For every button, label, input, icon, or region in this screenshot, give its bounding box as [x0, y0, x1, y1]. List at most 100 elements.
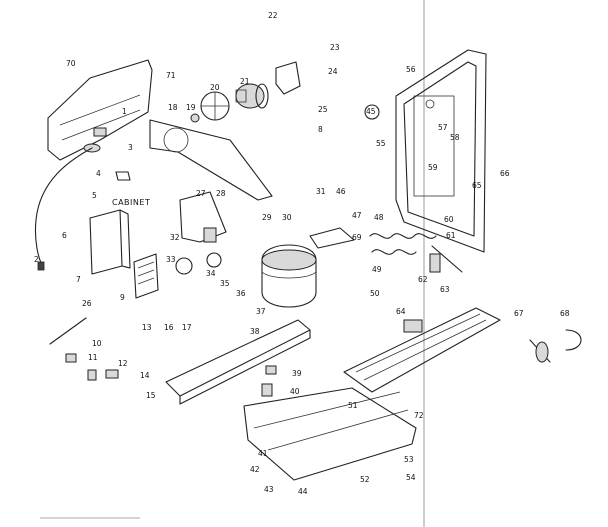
callout-24: 24: [328, 67, 338, 76]
callout-45: 45: [366, 107, 376, 116]
callout-22: 22: [268, 11, 278, 20]
callout-51: 51: [348, 401, 358, 410]
filter-drier: [429, 253, 441, 273]
relay-assembly: [179, 191, 227, 243]
callout-41: 41: [258, 449, 268, 458]
callout-38: 38: [250, 327, 260, 336]
callout-29: 29: [262, 213, 272, 222]
part-12: [105, 369, 119, 379]
callout-3: 3: [128, 143, 133, 152]
cord-clamp: [115, 171, 131, 181]
callout-33: 33: [166, 255, 176, 264]
callout-66: 66: [500, 169, 510, 178]
callout-12: 12: [118, 359, 128, 368]
drain-motor: [364, 104, 380, 120]
start-relay: [206, 252, 222, 268]
fan-blade: [200, 91, 230, 121]
part-10: [65, 353, 77, 363]
power-cord: [34, 147, 93, 269]
callout-11: 11: [88, 353, 98, 362]
callout-43: 43: [264, 485, 274, 494]
callout-37: 37: [256, 307, 266, 316]
condenser-coil: [369, 233, 437, 255]
fan-hub: [190, 113, 200, 123]
callout-2: 2: [34, 255, 39, 264]
rear-top-panel: [47, 59, 153, 161]
callout-46: 46: [336, 187, 346, 196]
rear-wall-panel: [395, 49, 487, 253]
callout-23: 23: [330, 43, 340, 52]
callout-69: 69: [352, 233, 362, 242]
callout-47: 47: [352, 211, 362, 220]
callout-6: 6: [62, 231, 67, 240]
callout-26: 26: [82, 299, 92, 308]
callout-59: 59: [428, 163, 438, 172]
fan-motor: [235, 83, 269, 109]
callout-68: 68: [560, 309, 570, 318]
callout-13: 13: [142, 323, 152, 332]
callout-35: 35: [220, 279, 230, 288]
callout-54: 54: [406, 473, 416, 482]
drain-pan-assembly: [343, 307, 501, 393]
callout-72: 72: [414, 411, 424, 420]
callout-63: 63: [440, 285, 450, 294]
terminal-block: [133, 253, 159, 299]
callout-56: 56: [406, 65, 416, 74]
callout-16: 16: [164, 323, 174, 332]
callout-7: 7: [76, 275, 81, 284]
callout-10: 10: [92, 339, 102, 348]
motor-bracket: [275, 61, 301, 95]
coil-bracket: [309, 227, 355, 249]
base-pan: [243, 387, 417, 481]
callout-50: 50: [370, 289, 380, 298]
thermostat-part: [529, 329, 582, 363]
callout-14: 14: [140, 371, 150, 380]
callout-25: 25: [318, 105, 328, 114]
callout-28: 28: [216, 189, 226, 198]
callout-70: 70: [66, 59, 76, 68]
callout-8: 8: [318, 125, 323, 134]
callout-32: 32: [170, 233, 180, 242]
callout-1: 1: [122, 107, 127, 116]
wire-26: [49, 317, 87, 345]
callout-40: 40: [290, 387, 300, 396]
callout-65: 65: [472, 181, 482, 190]
overload-protector: [175, 257, 193, 275]
callout-58: 58: [450, 133, 460, 142]
callout-15: 15: [146, 391, 156, 400]
callout-27: 27: [196, 189, 206, 198]
callout-44: 44: [298, 487, 308, 496]
base-frame-rail: [165, 319, 311, 405]
part-40: [261, 383, 273, 397]
callout-61: 61: [446, 231, 456, 240]
callout-67: 67: [514, 309, 524, 318]
callout-20: 20: [210, 83, 220, 92]
callout-53: 53: [404, 455, 414, 464]
callout-64: 64: [396, 307, 406, 316]
callout-60: 60: [444, 215, 454, 224]
cabinet-section-label: CABINET: [112, 198, 150, 207]
callout-9: 9: [120, 293, 125, 302]
callout-19: 19: [186, 103, 196, 112]
control-box: [89, 209, 131, 275]
part-11: [87, 369, 97, 381]
drier-tube: [431, 245, 463, 273]
callout-36: 36: [236, 289, 246, 298]
callout-42: 42: [250, 465, 260, 474]
part-39: [265, 365, 277, 375]
callout-31: 31: [316, 187, 326, 196]
callout-48: 48: [374, 213, 384, 222]
callout-34: 34: [206, 269, 216, 278]
compressor: [261, 244, 317, 308]
callout-49: 49: [372, 265, 382, 274]
callout-71: 71: [166, 71, 176, 80]
cord-plug: [37, 261, 45, 271]
callout-5: 5: [92, 191, 97, 200]
fan-shroud-bracket: [149, 119, 273, 201]
callout-62: 62: [418, 275, 428, 284]
callout-17: 17: [182, 323, 192, 332]
callout-52: 52: [360, 475, 370, 484]
callout-4: 4: [96, 169, 101, 178]
